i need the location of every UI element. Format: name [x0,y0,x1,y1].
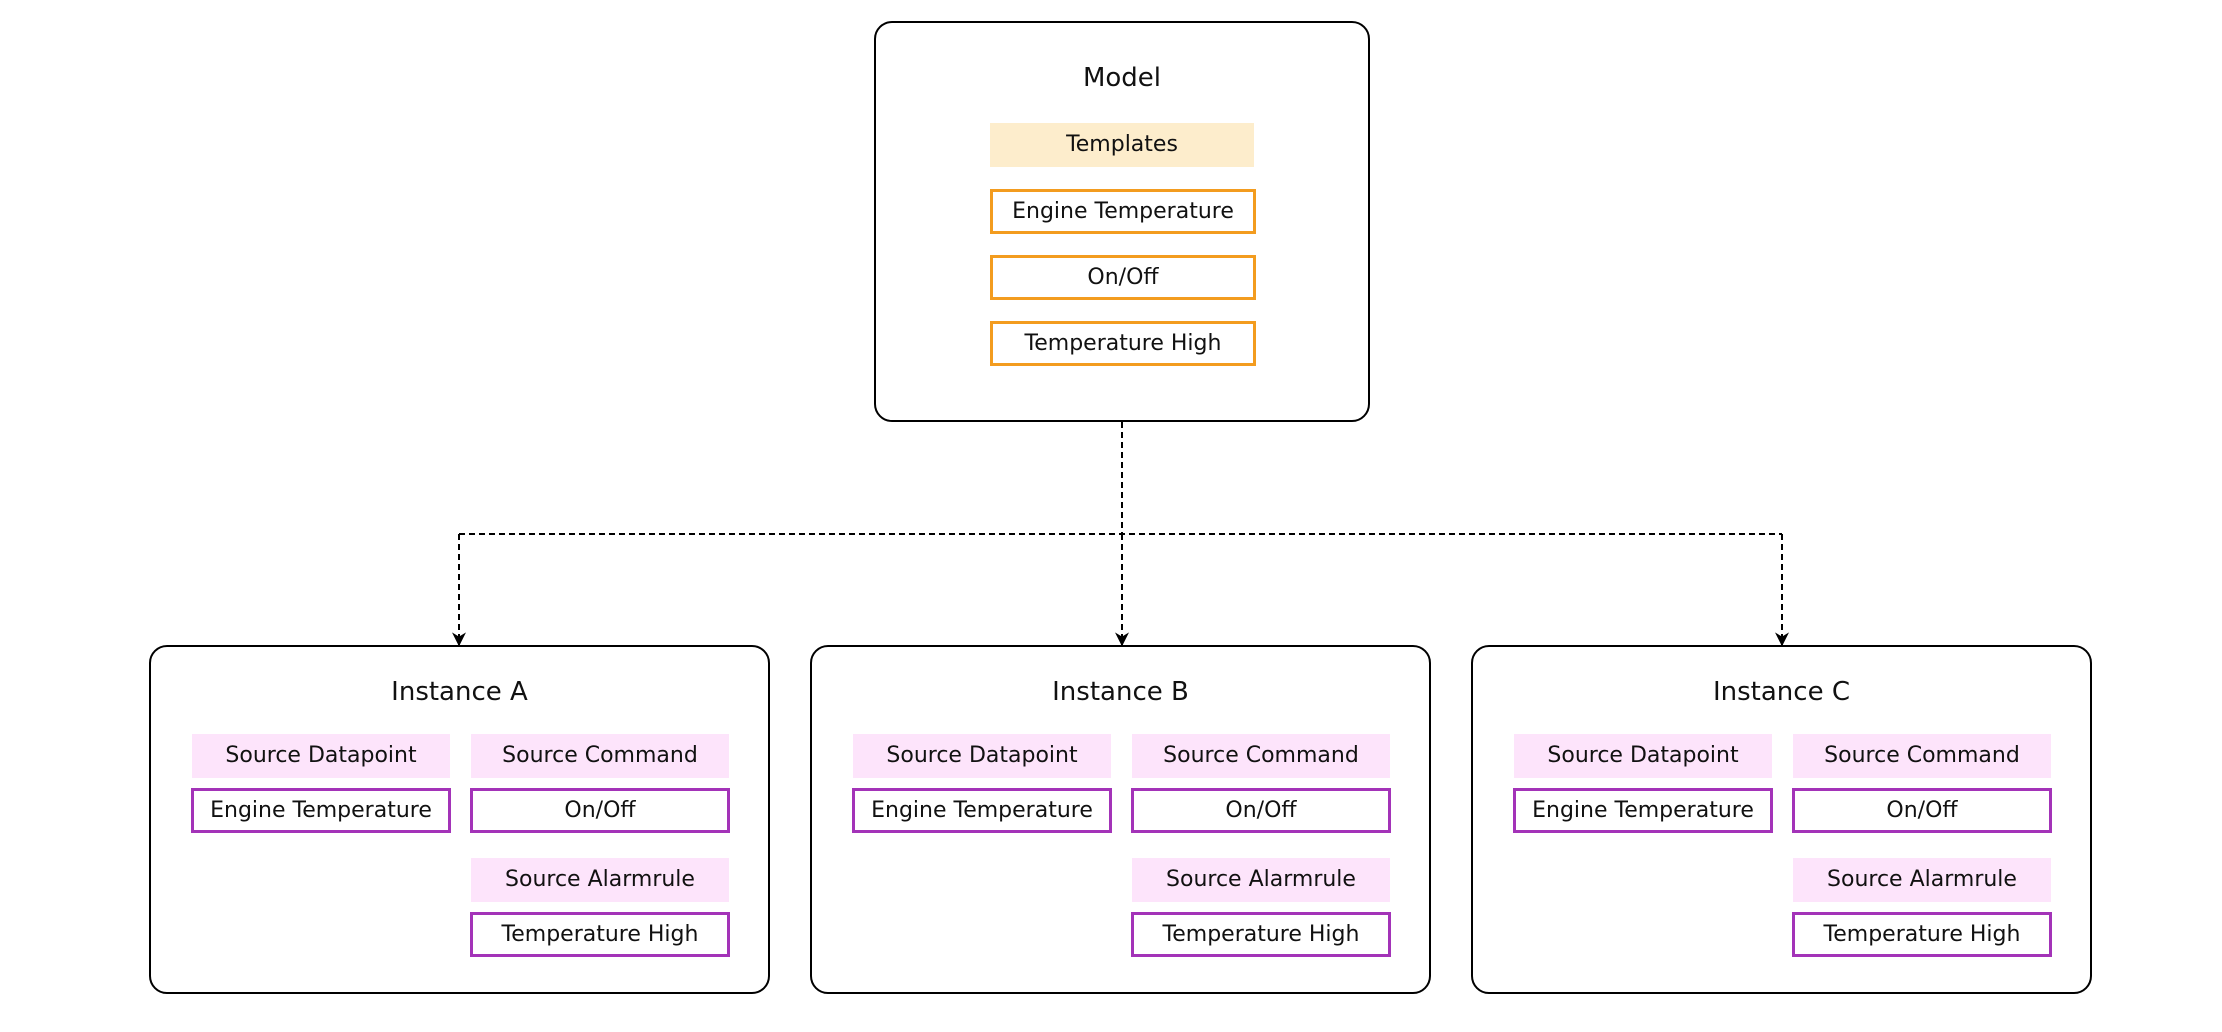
source-command-header: Source Command [1132,734,1390,778]
instance-card-c: Instance C Source Datapoint Engine Tempe… [1471,645,2092,994]
source-command-header: Source Command [1793,734,2051,778]
source-datapoint-value: Engine Temperature [191,788,451,833]
model-title: Model [1082,63,1162,93]
template-engine-temperature: Engine Temperature [990,189,1256,234]
source-command-header: Source Command [471,734,729,778]
source-datapoint-header: Source Datapoint [853,734,1111,778]
instance-card-a: Instance A Source Datapoint Engine Tempe… [149,645,770,994]
source-command-value: On/Off [1131,788,1391,833]
instance-title: Instance C [1712,677,1850,707]
source-alarmrule-value: Temperature High [1131,912,1391,957]
source-command-value: On/Off [470,788,730,833]
source-datapoint-value: Engine Temperature [1513,788,1773,833]
source-datapoint-value: Engine Temperature [852,788,1112,833]
model-card: Model Templates Engine Temperature On/Of… [874,21,1370,422]
source-datapoint-header: Source Datapoint [192,734,450,778]
source-alarmrule-header: Source Alarmrule [471,858,729,902]
template-temperature-high: Temperature High [990,321,1256,366]
source-datapoint-header: Source Datapoint [1514,734,1772,778]
instance-title: Instance B [1052,677,1189,707]
source-command-value: On/Off [1792,788,2052,833]
source-alarmrule-value: Temperature High [1792,912,2052,957]
source-alarmrule-header: Source Alarmrule [1132,858,1390,902]
instance-title: Instance A [391,677,528,707]
template-on-off: On/Off [990,255,1256,300]
source-alarmrule-value: Temperature High [470,912,730,957]
templates-header: Templates [990,123,1254,167]
instance-card-b: Instance B Source Datapoint Engine Tempe… [810,645,1431,994]
source-alarmrule-header: Source Alarmrule [1793,858,2051,902]
